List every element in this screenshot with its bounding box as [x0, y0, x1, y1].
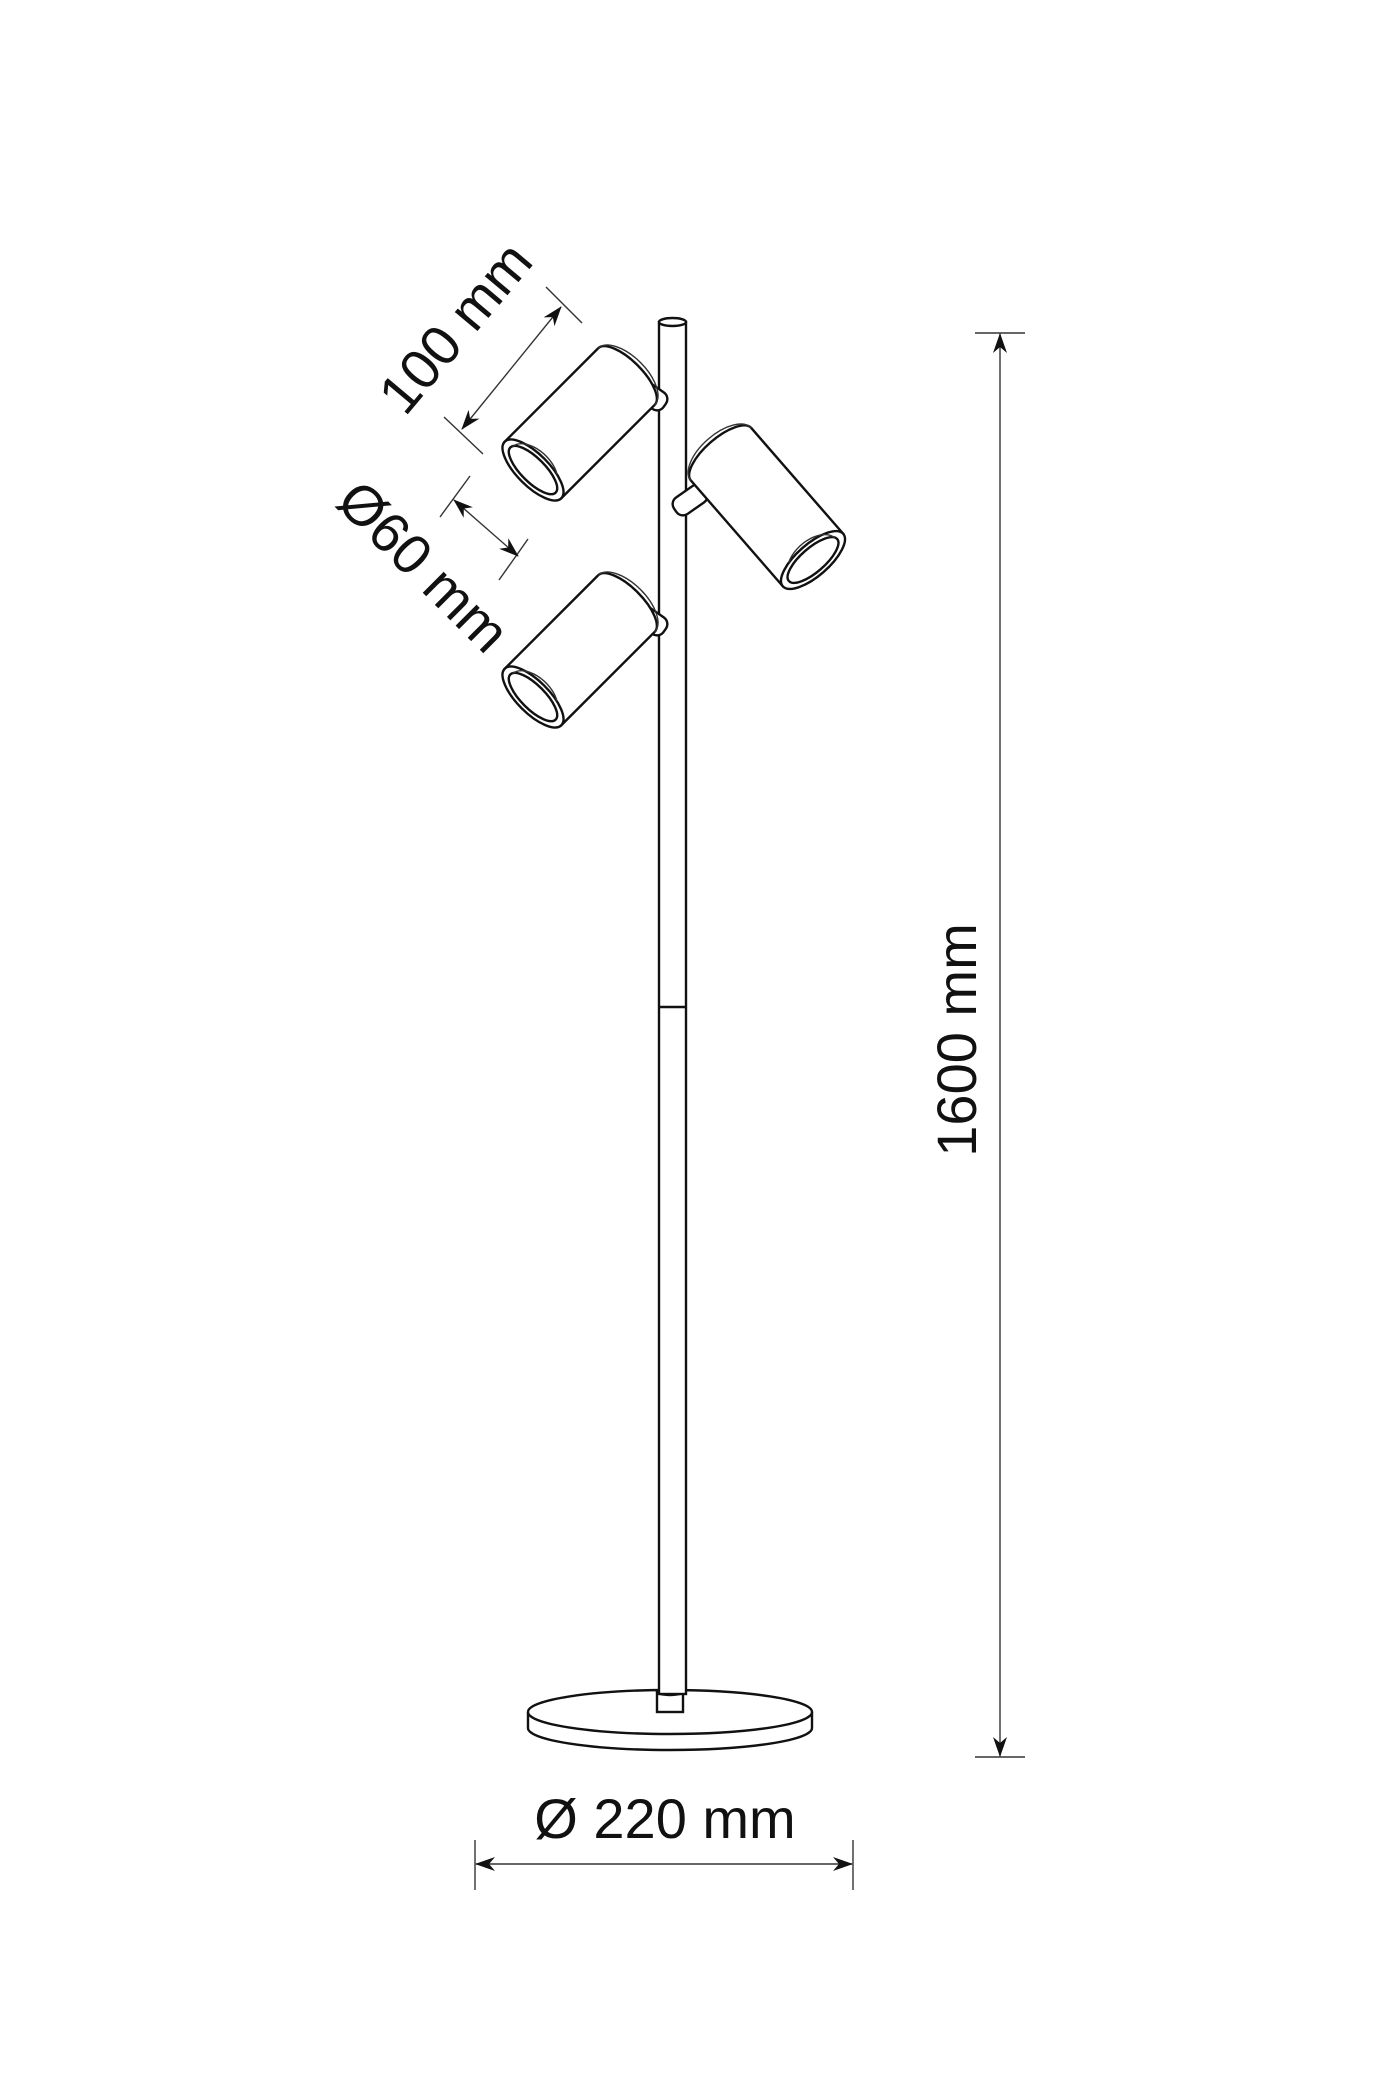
dimension-label-height: 1600 mm: [925, 923, 988, 1156]
dimension-label-base-diameter: Ø 220 mm: [534, 1787, 795, 1850]
spotlight-head-upper-left: [501, 344, 659, 502]
dimension-base-diameter: Ø 220 mm: [474, 1787, 854, 1890]
dimension-height: 1600 mm: [925, 332, 1025, 1758]
spotlight-head-lower-left: [501, 571, 659, 729]
lamp-pole: [657, 316, 688, 1696]
dimension-label-head-length: 100 mm: [366, 230, 544, 425]
spotlight-head-right: [687, 423, 847, 591]
dimension-label-head-diameter: Ø60 mm: [326, 468, 522, 664]
dimension-head-diameter: Ø60 mm: [326, 468, 529, 664]
lamp-base: [526, 1687, 814, 1752]
